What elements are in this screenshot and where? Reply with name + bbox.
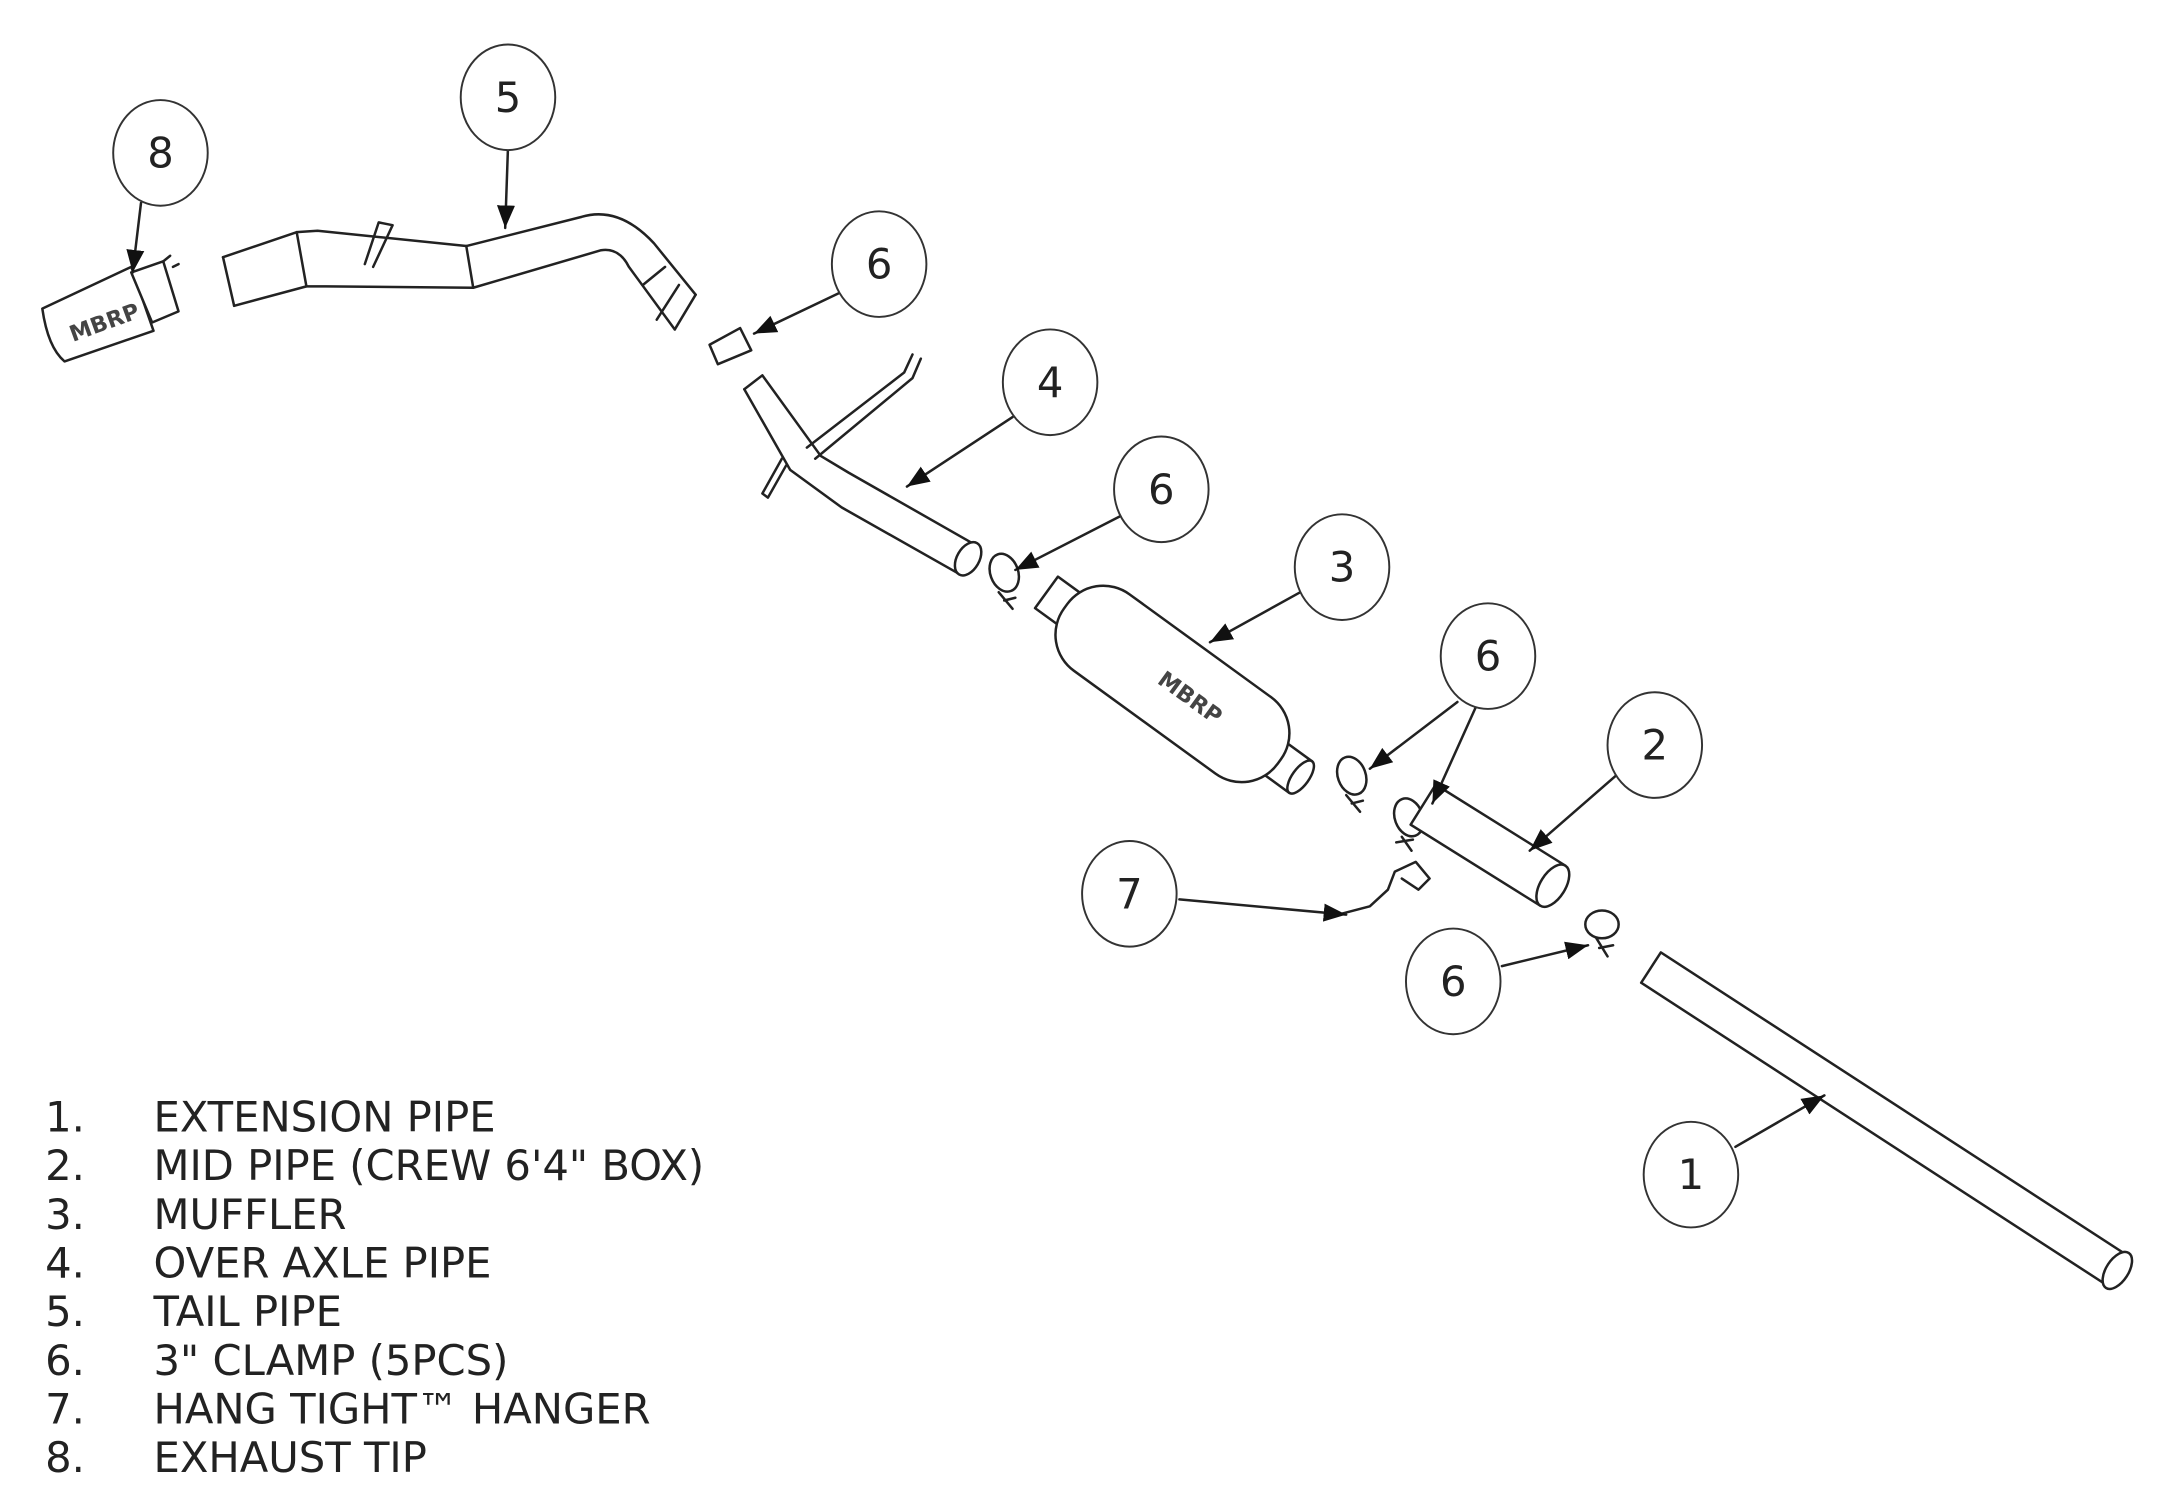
svg-text:MID PIPE (CREW 6'4" BOX): MID PIPE (CREW 6'4" BOX) — [154, 1141, 705, 1190]
extension-pipe-part — [1639, 951, 2134, 1291]
muffler-part: MBRP — [1033, 575, 1316, 795]
balloon-5: 5 — [459, 43, 557, 152]
svg-text:1: 1 — [1678, 1150, 1705, 1199]
svg-text:6: 6 — [1440, 957, 1467, 1006]
leader-lines — [126, 146, 1826, 1149]
balloon-4: 4 — [1001, 328, 1099, 437]
legend-item: 1. EXTENSION PIPE — [45, 1093, 496, 1142]
balloon-6: 6 — [1405, 927, 1502, 1036]
legend-item: 7. HANG TIGHT™ HANGER — [45, 1384, 651, 1433]
svg-text:8.: 8. — [45, 1433, 85, 1482]
svg-text:6: 6 — [866, 240, 893, 289]
svg-text:MUFFLER: MUFFLER — [154, 1190, 347, 1239]
svg-text:3.: 3. — [45, 1190, 85, 1239]
mid-pipe-part — [1409, 783, 1571, 909]
coupler-part — [708, 326, 753, 366]
balloon-1: 1 — [1642, 1120, 1740, 1229]
legend-item: 6. 3" CLAMP (5PCS) — [45, 1336, 508, 1385]
svg-text:1.: 1. — [45, 1093, 85, 1142]
exhaust-tip-part: MBRP — [41, 254, 180, 363]
legend-item: 5. TAIL PIPE — [45, 1287, 342, 1336]
svg-text:TAIL PIPE: TAIL PIPE — [153, 1287, 342, 1336]
svg-text:7.: 7. — [45, 1384, 85, 1433]
tail-pipe-part — [221, 213, 697, 331]
balloon-2: 2 — [1606, 691, 1704, 799]
svg-text:3" CLAMP (5PCS): 3" CLAMP (5PCS) — [154, 1336, 509, 1385]
balloon-6: 6 — [830, 210, 928, 318]
svg-text:8: 8 — [147, 128, 174, 177]
clamp-part — [988, 552, 1021, 611]
balloon-7: 7 — [1081, 840, 1178, 948]
svg-text:3: 3 — [1329, 543, 1356, 592]
svg-text:4.: 4. — [45, 1238, 85, 1287]
legend-item: 8. EXHAUST TIP — [45, 1433, 427, 1482]
svg-text:HANG TIGHT™ HANGER: HANG TIGHT™ HANGER — [154, 1384, 651, 1433]
svg-text:2: 2 — [1642, 721, 1669, 770]
over-axle-pipe-part — [743, 353, 983, 577]
balloon-3: 3 — [1293, 513, 1391, 621]
svg-text:6: 6 — [1475, 632, 1502, 681]
clamp-part — [1584, 909, 1620, 958]
svg-text:5: 5 — [495, 73, 522, 122]
svg-text:4: 4 — [1037, 358, 1064, 407]
svg-text:7: 7 — [1116, 869, 1143, 918]
svg-text:EXTENSION PIPE: EXTENSION PIPE — [154, 1093, 496, 1142]
svg-text:6: 6 — [1148, 465, 1175, 514]
svg-text:2.: 2. — [45, 1141, 85, 1190]
legend-item: 2. MID PIPE (CREW 6'4" BOX) — [45, 1141, 704, 1190]
hanger-part — [1336, 860, 1431, 916]
svg-text:6.: 6. — [45, 1336, 85, 1385]
balloon-6: 6 — [1113, 435, 1210, 544]
clamp-part — [1335, 755, 1368, 814]
balloon-6: 6 — [1439, 602, 1537, 710]
legend-item: 3. MUFFLER — [45, 1190, 346, 1239]
balloon-8: 8 — [112, 99, 209, 207]
svg-text:5.: 5. — [45, 1287, 85, 1336]
svg-text:OVER AXLE PIPE: OVER AXLE PIPE — [154, 1238, 492, 1287]
legend-item: 4. OVER AXLE PIPE — [45, 1238, 491, 1287]
svg-text:EXHAUST TIP: EXHAUST TIP — [154, 1433, 427, 1482]
parts-legend: 1. EXTENSION PIPE 2. MID PIPE (CREW 6'4" B… — [45, 1093, 704, 1483]
